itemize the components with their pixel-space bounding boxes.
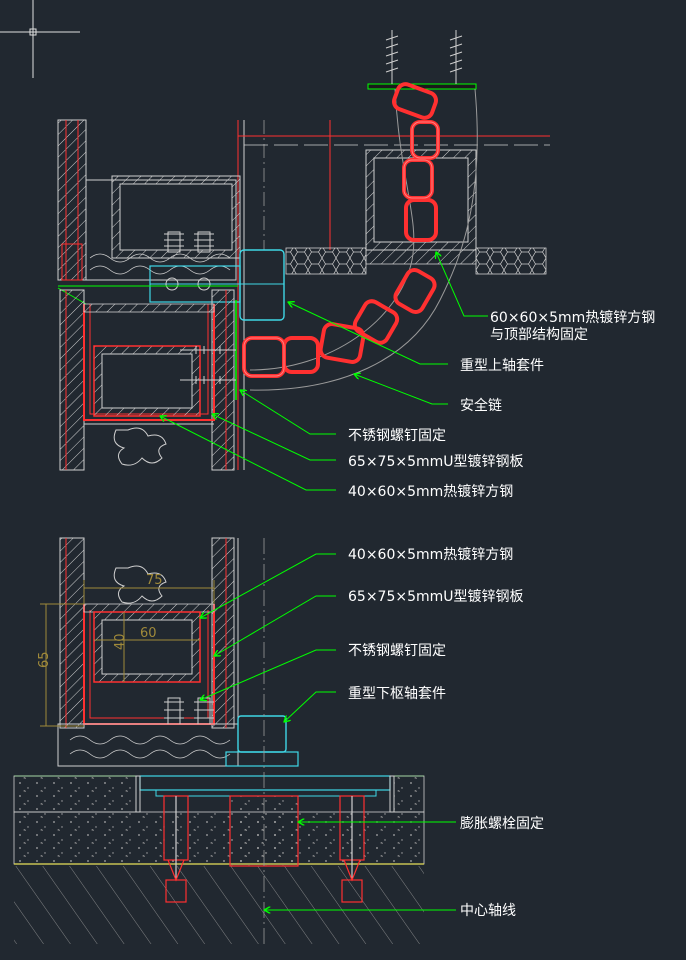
- dim-width-60: 60: [140, 626, 157, 641]
- label-safety-chain: 安全链: [460, 397, 502, 414]
- dimensions: [40, 580, 215, 727]
- label-tube-bottom: 40×60×5mm热镀锌方钢: [348, 546, 513, 563]
- label-top-tube-line2: 与顶部结构固定: [490, 327, 588, 343]
- label-top-tube: 60×60×5mm热镀锌方钢: [490, 309, 655, 326]
- ucs-icon: [0, 0, 80, 78]
- dim-height-65: 65: [37, 651, 52, 668]
- upper-screws: [164, 231, 214, 253]
- upper-assembly: [57, 30, 550, 471]
- label-screw-bottom: 不锈钢螺钉固定: [348, 643, 446, 659]
- label-screw-top: 不锈钢螺钉固定: [348, 428, 446, 444]
- label-tube-top: 40×60×5mm热镀锌方钢: [348, 483, 513, 500]
- lower-assembly: [13, 537, 425, 944]
- label-uplate-top: 65×75×5mmU型镀锌钢板: [348, 453, 524, 470]
- expansion-bolts: [163, 795, 365, 903]
- dim-height-40: 40: [113, 633, 128, 650]
- label-center-axis: 中心轴线: [460, 903, 516, 919]
- label-uplate-bottom: 65×75×5mmU型镀锌钢板: [348, 588, 524, 605]
- label-upper-pivot: 重型上轴套件: [460, 358, 544, 374]
- label-lower-pivot: 重型下枢轴套件: [348, 686, 446, 702]
- leader-lines: [160, 252, 488, 910]
- label-expansion-bolt: 膨胀螺栓固定: [460, 815, 544, 832]
- dim-width-75: 75: [146, 573, 163, 588]
